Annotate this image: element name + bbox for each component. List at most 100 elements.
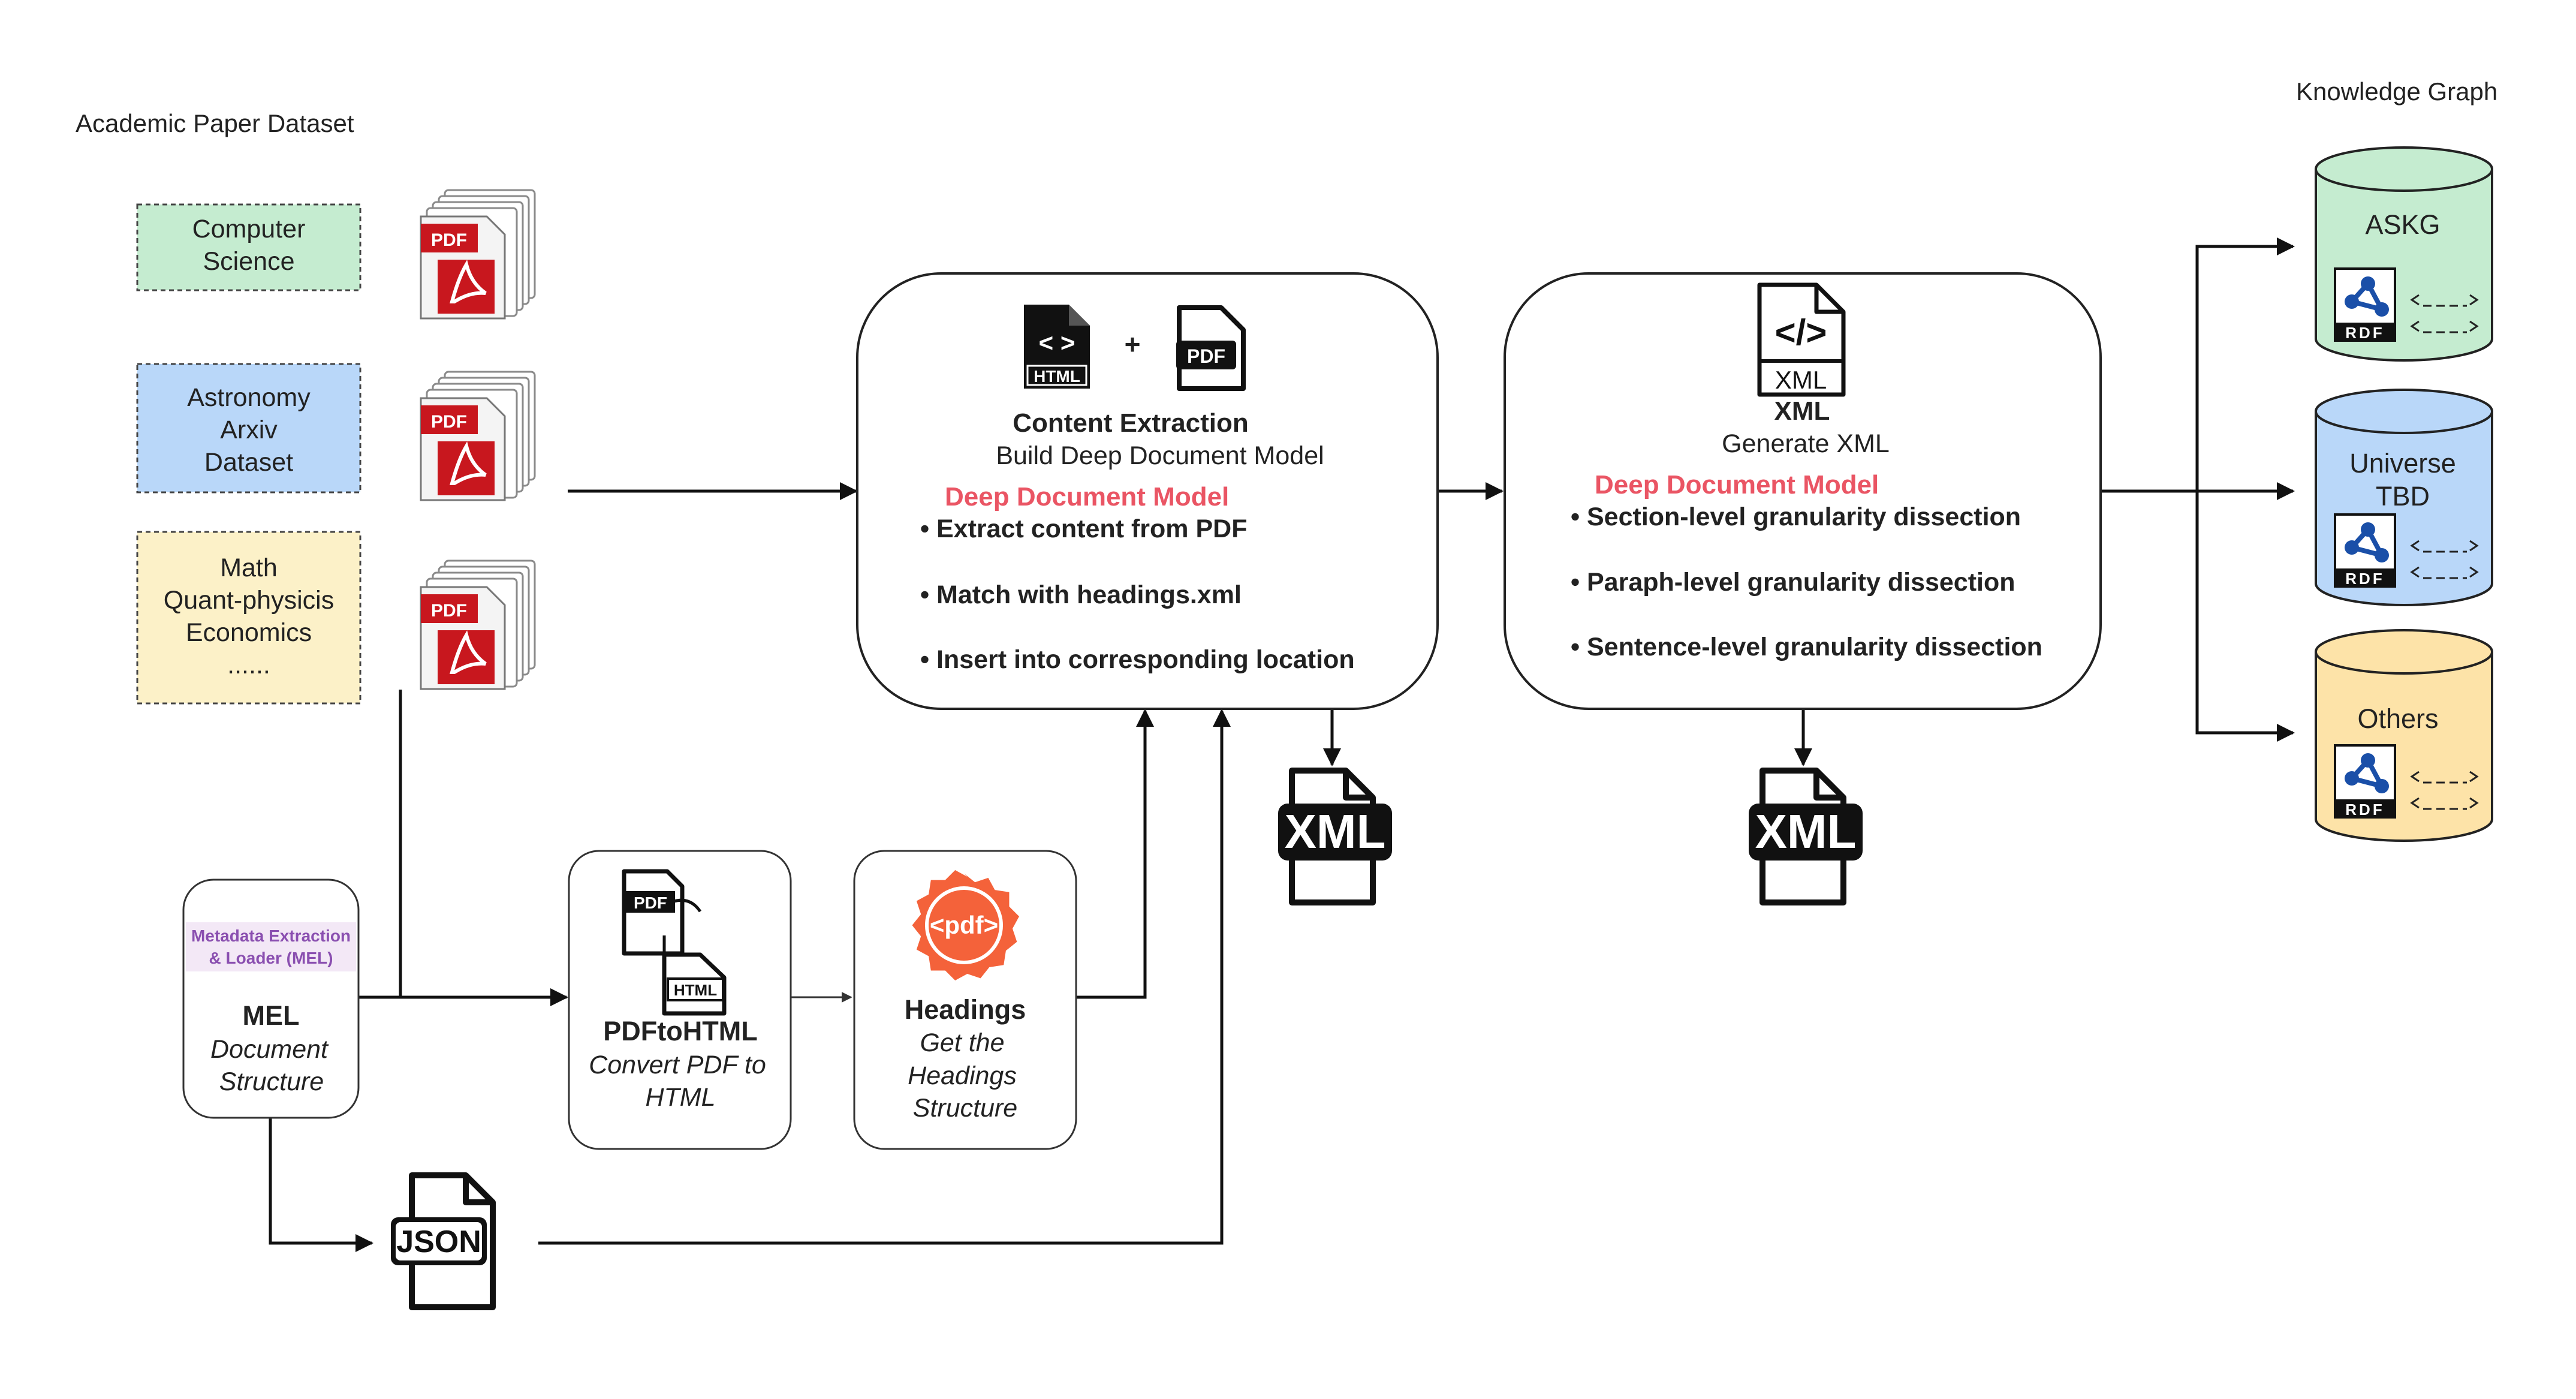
html-icon-label: HTML [1034, 367, 1080, 386]
deep-document-model-label: Deep Document Model [945, 482, 1229, 512]
dataset-astronomy[interactable]: Astronomy Arxiv Dataset [136, 363, 361, 494]
xml-code-file-icon: </> XML [1757, 282, 1846, 397]
pdftohtml-desc-line: Convert PDF to [589, 1051, 766, 1079]
arrow-to-others [2195, 491, 2295, 742]
xml-box-subtitle: Generate XML [1722, 429, 1890, 458]
headings-title: Headings [905, 994, 1026, 1025]
dataset-math[interactable]: Math Quant-physicis Economics ...... [136, 531, 361, 705]
arrow-json-to-extraction [538, 709, 1231, 1245]
rdf-icon-label: RDF [2345, 801, 2384, 819]
dataset-label-line: Arxiv [220, 416, 278, 444]
pdf-badge-label: PDF [431, 601, 467, 621]
knowledge-graph-title: Knowledge Graph [2296, 77, 2497, 106]
rdf-icon: RDF [2335, 745, 2395, 819]
arrow-mel-to-json [269, 1118, 373, 1252]
pdf-seal-label: <pdf> [930, 911, 998, 939]
plus-sign: + [1125, 329, 1141, 360]
pdf-stack-icon: PDF [421, 190, 535, 318]
rdf-dashes [2410, 771, 2479, 810]
kg-label-line: Others [2357, 703, 2438, 734]
json-icon-label: JSON [396, 1224, 481, 1259]
rdf-dashes [2410, 294, 2479, 333]
xml-generation-box [1504, 272, 2102, 710]
deep-document-model-label: Deep Document Model [1595, 470, 1879, 500]
dataset-label-line: Math [220, 553, 278, 582]
pdf-stack-icon: PDF [421, 372, 535, 500]
code-brackets-glyph: </> [1775, 312, 1827, 353]
xml-box-title: XML [1774, 396, 1830, 426]
xml-output-label: XML [1285, 805, 1386, 858]
kg-label-line: TBD [2376, 481, 2430, 512]
headings-box [853, 850, 1077, 1150]
pdf-seal-icon: <pdf> [912, 870, 1019, 980]
extraction-bullet: • Match with headings.xml [920, 580, 1242, 609]
rdf-icon-label: RDF [2345, 570, 2384, 588]
mel-badge-bg [186, 922, 356, 971]
headings-node[interactable]: <pdf> Headings Get the Headings Structur… [853, 850, 1077, 1150]
connectors [269, 237, 2295, 1252]
html-icon-brackets: < > [1039, 329, 1075, 357]
headings-desc-line: Get the [920, 1028, 1004, 1057]
rdf-dashes [2410, 540, 2479, 579]
pdf-to-html-icon: PDF HTML [622, 869, 727, 1016]
html-file-icon: < > HTML [1024, 305, 1090, 389]
xml-bullet: • Section-level granularity dissection [1571, 503, 2021, 531]
content-extraction-node[interactable]: < > HTML + PDF Content Extraction Build … [856, 272, 1439, 710]
mel-title: MEL [243, 1000, 300, 1031]
kg-label-line: ASKG [2365, 209, 2440, 240]
xml-output-label: XML [1755, 805, 1857, 858]
extraction-bullet: • Insert into corresponding location [920, 645, 1355, 674]
dataset-label-line: Quant-physicis [164, 586, 334, 615]
mel-badge-line: & Loader (MEL) [209, 949, 333, 967]
kg-label-line: Universe [2349, 448, 2456, 479]
pdftohtml-title: PDFtoHTML [603, 1016, 757, 1046]
xml-output-file-icon: XML [1749, 771, 1863, 902]
dataset-box-bg [136, 203, 361, 291]
mel-desc-line: Document [210, 1035, 329, 1064]
content-extraction-subtitle: Build Deep Document Model [996, 441, 1324, 470]
json-file-icon: JSON [391, 1175, 493, 1307]
rdf-icon: RDF [2335, 515, 2395, 588]
arrow-headings-to-extraction [1076, 709, 1154, 999]
kg-others-cylinder[interactable]: Others RDF [2315, 629, 2493, 842]
pdf-stack-icon: PDF [421, 561, 535, 689]
dataset-label-line: ...... [227, 651, 270, 679]
xml-bullet: • Paraph-level granularity dissection [1571, 568, 2015, 597]
kg-askg-cylinder[interactable]: ASKG RDF [2315, 146, 2493, 362]
rdf-icon: RDF [2335, 269, 2395, 342]
mel-node[interactable]: Metadata Extraction & Loader (MEL) MEL D… [182, 878, 360, 1119]
dataset-label-line: Science [203, 247, 295, 276]
dataset-label-line: Dataset [204, 448, 293, 477]
pdf-icon-label: PDF [1187, 345, 1225, 367]
dataset-label-line: Computer [192, 215, 306, 243]
dataset-box-bg [136, 531, 361, 705]
dataset-label-line: Astronomy [187, 383, 311, 412]
pdf-badge-label: PDF [431, 412, 467, 432]
html-icon-label-bg [1026, 365, 1087, 386]
dataset-title: Academic Paper Dataset [76, 109, 354, 137]
dataset-computer-science[interactable]: Computer Science [136, 203, 361, 291]
xml-code-icon-label: XML [1775, 366, 1827, 394]
content-extraction-title: Content Extraction [1013, 408, 1249, 438]
pdftohtml-desc-line: HTML [645, 1083, 715, 1112]
headings-desc-line: Structure [913, 1094, 1017, 1123]
headings-desc-line: Headings [908, 1061, 1017, 1090]
xml-output-file-icon: XML [1278, 771, 1392, 902]
xml-generation-node[interactable]: </> XML XML Generate XML Deep Document M… [1504, 272, 2102, 710]
pdf-file-icon: PDF [1176, 305, 1246, 391]
rdf-icon-label: RDF [2345, 324, 2384, 342]
extraction-bullet: • Extract content from PDF [920, 515, 1247, 543]
mel-badge-line: Metadata Extraction [191, 926, 351, 945]
dataset-label-line: Economics [186, 618, 312, 647]
content-extraction-box [856, 272, 1439, 710]
pdf-icon-label: PDF [634, 893, 667, 912]
dataset-box-bg [136, 363, 361, 494]
kg-universe-cylinder[interactable]: Universe TBD RDF [2315, 389, 2493, 606]
pdftohtml-node[interactable]: PDF HTML PDFtoHTML Convert PDF to HTML [568, 850, 792, 1150]
mel-desc-line: Structure [219, 1067, 324, 1096]
html-icon-label: HTML [674, 981, 717, 999]
pdf-badge-label: PDF [431, 230, 467, 250]
xml-bullet: • Sentence-level granularity dissection [1571, 633, 2042, 661]
